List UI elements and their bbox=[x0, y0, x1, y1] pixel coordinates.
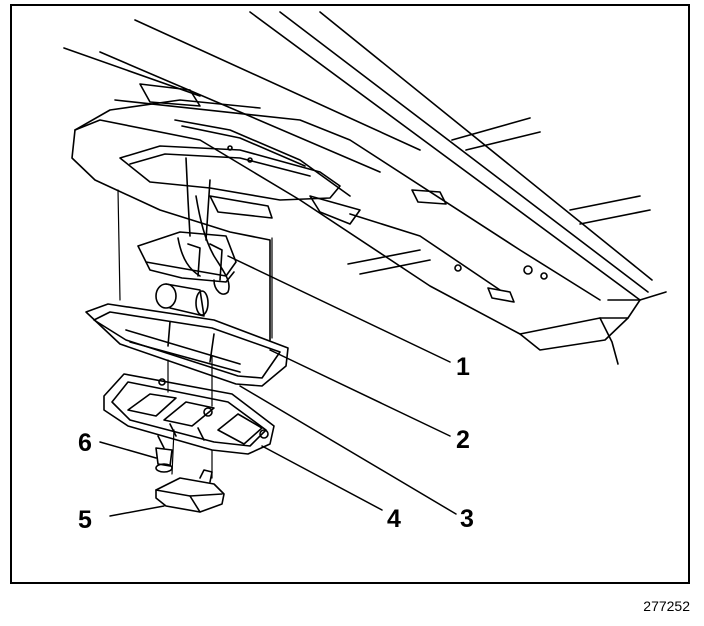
leader-lines bbox=[99, 255, 457, 517]
callout-6: 6 bbox=[78, 429, 92, 457]
wiring-harness bbox=[177, 157, 230, 295]
headliner-panel bbox=[63, 11, 667, 365]
lamp-bracket bbox=[137, 231, 237, 317]
callout-3: 3 bbox=[460, 505, 474, 533]
lens-bezel bbox=[85, 303, 289, 387]
switch-cover bbox=[155, 469, 225, 513]
callout-5: 5 bbox=[78, 506, 92, 534]
callout-1: 1 bbox=[456, 353, 470, 381]
roof-opening bbox=[119, 119, 501, 291]
callout-4: 4 bbox=[387, 505, 401, 533]
lamp-housing bbox=[103, 373, 275, 455]
mounting-screw bbox=[155, 435, 173, 473]
assembly-lines bbox=[117, 189, 273, 479]
callout-2: 2 bbox=[456, 426, 470, 454]
figure-id: 277252 bbox=[643, 598, 690, 614]
